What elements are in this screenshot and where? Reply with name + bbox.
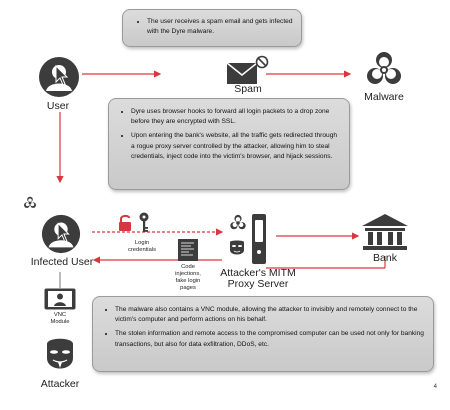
page-number: 4 bbox=[433, 384, 437, 390]
spam-infection-callout: The user receives a spam email and gets … bbox=[122, 9, 302, 47]
proxy-server-label: Attacker's MITM Proxy Server bbox=[218, 267, 298, 291]
login-label-line: Login bbox=[134, 240, 150, 246]
bank-icon bbox=[362, 214, 408, 250]
code-label-line: Code bbox=[181, 264, 195, 270]
vnc-module-label: VNC Module bbox=[40, 312, 80, 326]
proxy-label-line: Proxy Server bbox=[227, 278, 289, 291]
attacker-mask-icon bbox=[47, 338, 73, 369]
code-label-line: injections, bbox=[175, 270, 201, 277]
callout-bullet: The stolen information and remote access… bbox=[115, 329, 425, 349]
padlock-icon bbox=[119, 214, 131, 231]
infected-user-icon bbox=[41, 214, 81, 254]
code-injections-label: Code injections, fake login pages bbox=[168, 264, 208, 292]
login-credentials-label: Login credentials bbox=[122, 240, 162, 254]
biohazard-icon bbox=[367, 52, 401, 84]
envelope-icon bbox=[226, 62, 258, 84]
no-entry-icon bbox=[255, 55, 269, 69]
callout-text: The user receives a spam email and gets … bbox=[147, 17, 293, 37]
biohazard-small-icon bbox=[24, 196, 36, 208]
proxy-label-line: Attacker's MITM bbox=[220, 267, 296, 279]
code-page-icon bbox=[178, 239, 198, 261]
malware-label: Malware bbox=[364, 91, 404, 103]
code-label-line: pages bbox=[180, 284, 196, 291]
vnc-label-line: VNC bbox=[53, 312, 67, 318]
proxy-server-icon bbox=[230, 214, 266, 264]
bank-label: Bank bbox=[373, 252, 397, 264]
vnc-module-callout: The malware also contains a VNC module, … bbox=[92, 296, 434, 372]
code-label-line: fake login bbox=[175, 277, 201, 284]
vnc-label-line: Module bbox=[50, 318, 70, 325]
browser-hook-callout: Dyre uses browser hooks to forward all l… bbox=[108, 98, 350, 190]
vnc-module-icon bbox=[44, 288, 76, 310]
key-icon bbox=[139, 212, 149, 232]
user-label: User bbox=[46, 100, 70, 112]
spam-label: Spam bbox=[234, 83, 262, 95]
callout-bullet: Upon entering the bank's website, all th… bbox=[131, 131, 341, 162]
callout-bullet: The malware also contains a VNC module, … bbox=[115, 305, 425, 325]
infected-user-label: Infected User bbox=[30, 256, 94, 268]
callout-bullet: Dyre uses browser hooks to forward all l… bbox=[131, 107, 341, 127]
user-icon bbox=[39, 57, 79, 97]
attacker-label: Attacker bbox=[40, 378, 80, 390]
login-label-line: credentials bbox=[127, 246, 157, 253]
